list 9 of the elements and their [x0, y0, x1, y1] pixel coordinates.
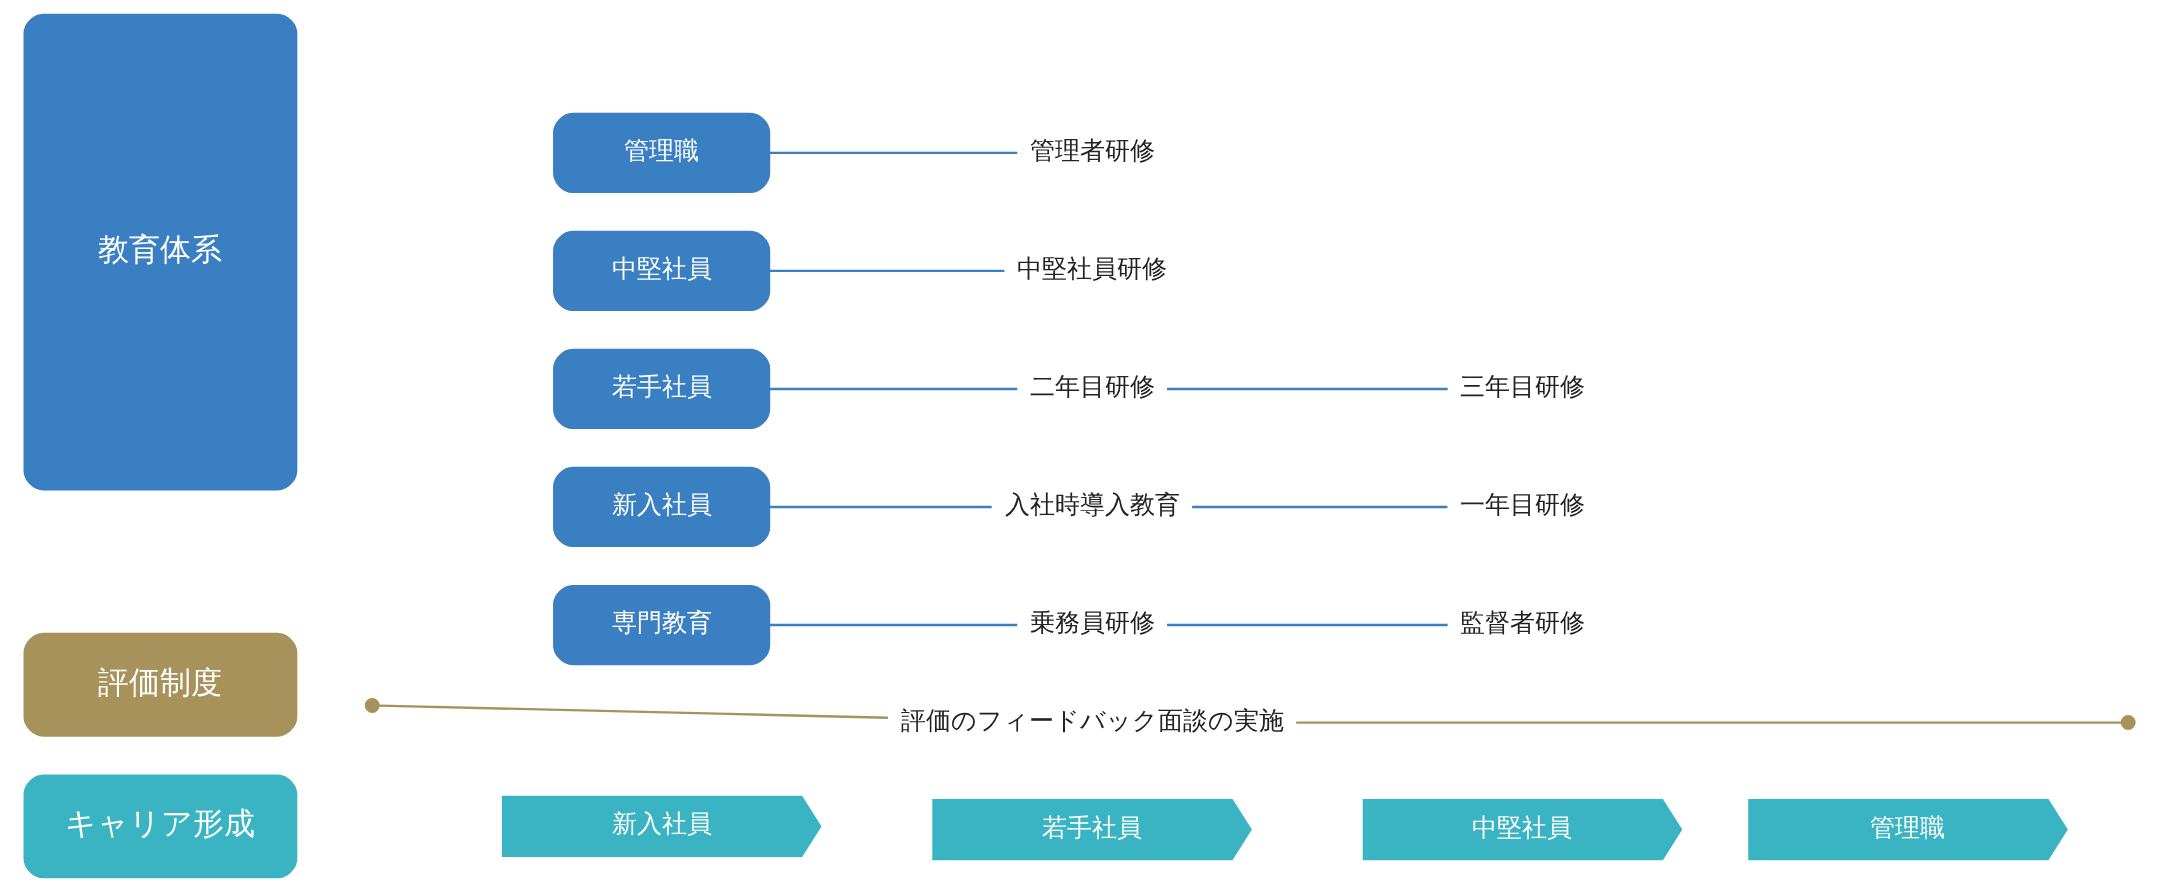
node-text: 中堅社員研修: [1017, 253, 1168, 283]
node-text: 三年目研修: [1459, 371, 1585, 401]
node-text: 管理者研修: [1029, 135, 1155, 165]
node-text: 一年目研修: [1459, 489, 1585, 519]
node-text: 入社時導入教育: [1004, 489, 1180, 519]
node-text: 監督者研修: [1459, 607, 1585, 637]
node-text: 評価のフィードバック面談の実施: [900, 705, 1284, 735]
node-text: 二年目研修: [1029, 371, 1155, 401]
node-text: 乗務員研修: [1029, 607, 1155, 637]
